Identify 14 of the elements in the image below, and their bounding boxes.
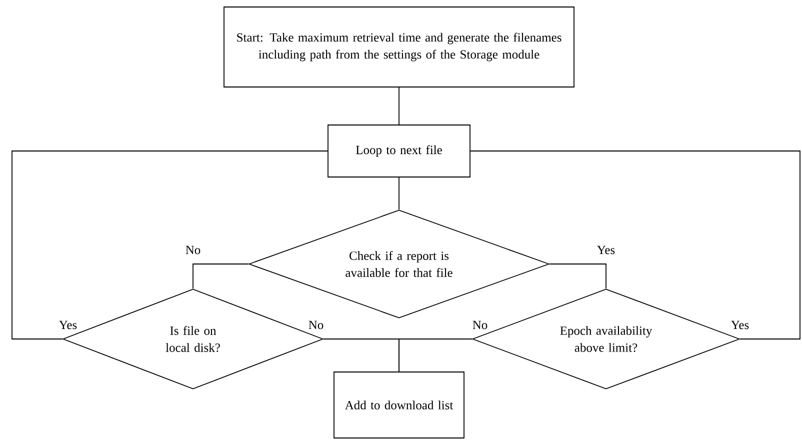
edge-label: No bbox=[307, 320, 325, 330]
process-box: Loop to next file bbox=[328, 124, 470, 178]
edge-label: No bbox=[184, 244, 202, 256]
connector-line bbox=[12, 150, 328, 340]
connector-line bbox=[470, 150, 800, 340]
process-box: Add to download list bbox=[334, 372, 464, 438]
edge-label: No bbox=[471, 320, 489, 330]
connector-line bbox=[398, 177, 400, 210]
edge-label: Yes bbox=[596, 244, 616, 256]
process-box: Start: Take maximum retrieval time and generate the filenames including path from the settings of the Storage module bbox=[224, 6, 574, 88]
connector-line bbox=[398, 87, 400, 125]
connector-line bbox=[398, 338, 472, 372]
connector-line bbox=[549, 264, 606, 289]
connector-line bbox=[192, 264, 249, 289]
